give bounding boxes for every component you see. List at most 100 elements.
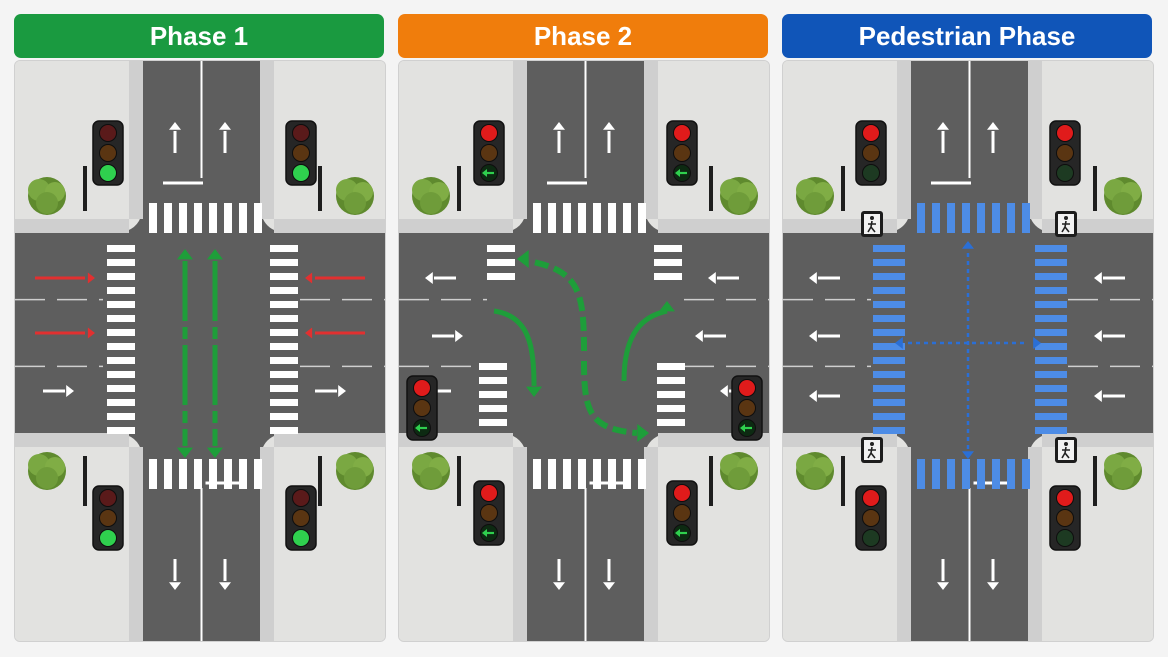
arrow-head	[695, 330, 703, 342]
crosswalk	[533, 459, 646, 489]
corner-radius	[113, 433, 143, 463]
lane-arrow-icon	[169, 559, 181, 590]
corner-radius	[1028, 203, 1058, 233]
corner-radius	[644, 203, 674, 233]
corner-radius	[644, 433, 674, 463]
walk-signal-icon	[861, 211, 883, 237]
lane-arrow-icon	[1094, 390, 1125, 402]
red-lamp	[292, 489, 310, 507]
crosswalk	[479, 363, 507, 426]
red-lamp	[99, 124, 117, 142]
intersection-scene	[398, 60, 770, 642]
traffic-signal-icon	[473, 480, 505, 546]
arrow-head	[895, 337, 903, 349]
crosswalk	[654, 245, 682, 280]
arrow-head	[962, 451, 974, 459]
intersection-scene	[14, 60, 386, 642]
lane-arrow-icon	[937, 122, 949, 153]
traffic-signal-icon	[92, 120, 124, 186]
arrow-head	[809, 390, 817, 402]
green-lamp	[862, 529, 880, 547]
amber-lamp	[673, 504, 691, 522]
red-lamp	[738, 379, 756, 397]
tree-icon	[412, 177, 450, 215]
lane-markings	[399, 61, 769, 641]
arrow-head	[987, 122, 999, 130]
intersection-drawing	[399, 61, 769, 641]
arrow-head	[659, 301, 675, 312]
crosswalk	[533, 203, 646, 233]
lane-arrow-icon	[553, 122, 565, 153]
crosswalk	[1035, 245, 1067, 434]
crosswalk	[149, 459, 262, 489]
lane-arrow-icon	[987, 122, 999, 153]
tree-icon	[28, 177, 66, 215]
arrow-head	[553, 122, 565, 130]
corner-radius	[260, 433, 290, 463]
red-lamp	[292, 124, 310, 142]
arrow-head	[1094, 330, 1102, 342]
tree-icon	[1104, 177, 1142, 215]
amber-lamp	[292, 144, 310, 162]
curb	[15, 61, 385, 641]
amber-lamp	[862, 509, 880, 527]
arrow-head	[603, 582, 615, 590]
tree-icon	[28, 452, 66, 490]
lane-arrow-icon	[603, 559, 615, 590]
amber-lamp	[480, 504, 498, 522]
lane-arrow-icon	[169, 122, 181, 153]
corner-radius	[1028, 433, 1058, 463]
arrow-head	[517, 250, 529, 268]
lane-arrow-icon	[603, 122, 615, 153]
amber-lamp	[480, 144, 498, 162]
arrow-head	[603, 122, 615, 130]
arrow-head	[207, 447, 223, 458]
arrow-head	[169, 582, 181, 590]
traffic-signal-icon	[406, 375, 438, 441]
arrow-head	[219, 122, 231, 130]
tree-icon	[720, 452, 758, 490]
intersection-drawing	[15, 61, 385, 641]
arrow-head	[809, 272, 817, 284]
green-lamp	[99, 164, 117, 182]
panel-phase1: Phase 1	[14, 14, 386, 642]
corner-radius	[881, 433, 911, 463]
green-lamp	[1056, 164, 1074, 182]
tree-icon	[412, 452, 450, 490]
arrow-head	[937, 582, 949, 590]
crosswalk	[917, 203, 1030, 233]
panel-title: Phase 2	[398, 14, 768, 58]
arrow-head	[809, 330, 817, 342]
corner-radius	[881, 203, 911, 233]
arrow-head	[425, 272, 433, 284]
crosswalk	[270, 245, 298, 434]
lane-arrow-icon	[432, 330, 463, 342]
red-lamp	[480, 484, 498, 502]
arrow-head	[708, 272, 716, 284]
arrow-head	[207, 249, 223, 260]
panel-title: Pedestrian Phase	[782, 14, 1152, 58]
tree-icon	[796, 177, 834, 215]
green-lamp	[292, 164, 310, 182]
corner-radius	[497, 203, 527, 233]
amber-lamp	[99, 509, 117, 527]
crosswalk	[107, 245, 135, 434]
crosswalk	[873, 245, 905, 434]
arrow-head	[219, 582, 231, 590]
traffic-signal-icon	[855, 120, 887, 186]
amber-lamp	[292, 509, 310, 527]
arrow-head	[169, 122, 181, 130]
tree-icon	[796, 452, 834, 490]
red-lamp	[1056, 124, 1074, 142]
lane-arrow-icon	[708, 272, 739, 284]
crosswalk	[657, 363, 685, 426]
arrow-head	[1033, 337, 1041, 349]
arrow-head	[66, 385, 74, 397]
tree-icon	[720, 177, 758, 215]
corner-radius	[497, 433, 527, 463]
lane-arrow-icon	[1094, 330, 1125, 342]
lane-arrow-icon	[219, 122, 231, 153]
tree-icon	[336, 452, 374, 490]
red-lamp	[99, 489, 117, 507]
panel-title: Phase 1	[14, 14, 384, 58]
